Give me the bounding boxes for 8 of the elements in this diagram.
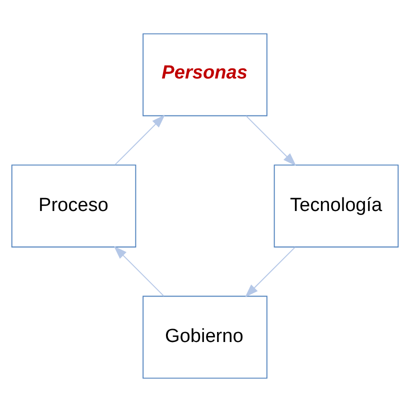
node-box: Proceso	[11, 164, 136, 248]
arrow	[246, 115, 296, 166]
node-box: Tecnología	[274, 164, 399, 248]
arrow	[114, 114, 165, 166]
arrow	[245, 246, 296, 298]
arrow	[114, 246, 164, 297]
node-box: Gobierno	[142, 296, 268, 379]
node-box: Personas	[142, 33, 268, 116]
